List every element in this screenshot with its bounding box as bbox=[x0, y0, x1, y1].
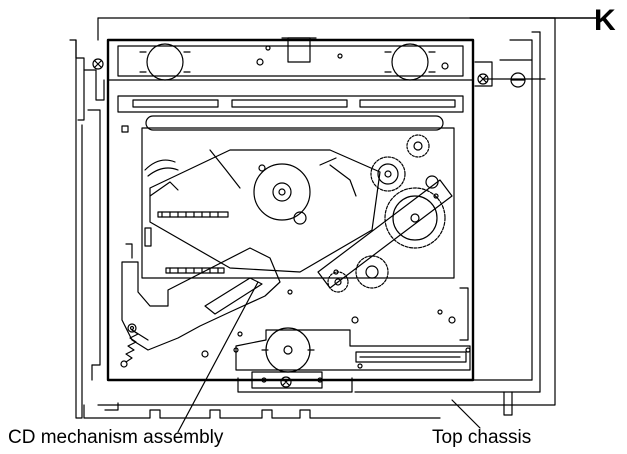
screw-right bbox=[474, 61, 493, 87]
gear-train bbox=[327, 134, 446, 293]
cd-mechanism-housing bbox=[106, 38, 475, 382]
lower-roller-bracket bbox=[201, 327, 471, 393]
tray-rollers bbox=[139, 37, 449, 81]
tension-spring bbox=[120, 329, 149, 368]
pickup-sled bbox=[144, 149, 381, 273]
leader-lines bbox=[177, 17, 597, 433]
top-chassis-label: Top chassis bbox=[432, 427, 532, 448]
cd-mechanism-assembly-label: CD mechanism assembly bbox=[8, 427, 224, 448]
left-bracket bbox=[69, 39, 105, 419]
bottom-chassis-edge bbox=[83, 402, 441, 419]
loading-arm bbox=[121, 227, 281, 351]
right-clip bbox=[510, 72, 526, 88]
top-chassis-frame bbox=[97, 17, 556, 416]
guide-rail bbox=[317, 179, 453, 289]
housing-holes bbox=[237, 287, 471, 369]
screw-left bbox=[92, 58, 104, 70]
callout-k-label: K bbox=[594, 4, 616, 37]
